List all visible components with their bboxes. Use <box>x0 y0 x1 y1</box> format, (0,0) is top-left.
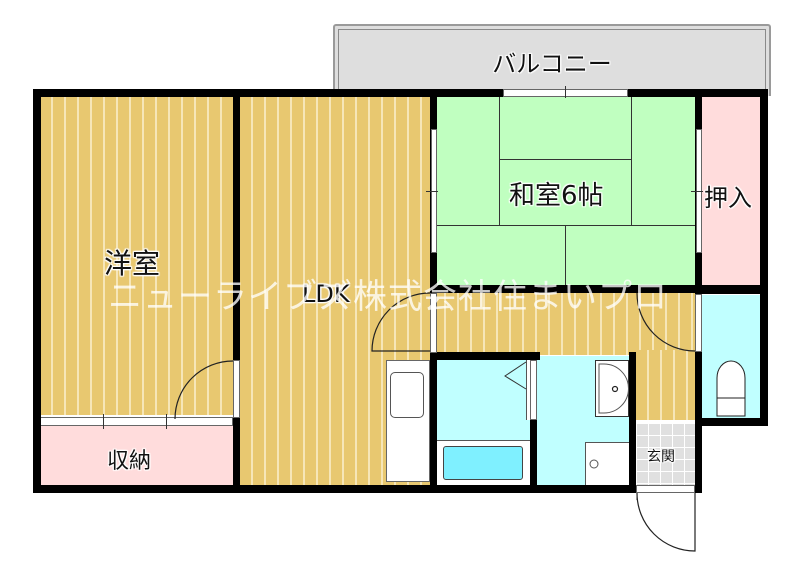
ldk-door-opening <box>430 293 437 353</box>
balcony-label: バルコニー <box>492 50 612 78</box>
western-room-label: 洋室 <box>104 247 161 280</box>
entrance-door-opening <box>636 485 695 493</box>
western-door-opening <box>233 360 240 418</box>
japanese-room <box>437 97 695 287</box>
entrance-hall <box>636 350 695 420</box>
hallway <box>433 292 695 355</box>
storage-label: 収納 <box>107 449 152 474</box>
toilet-door-opening <box>695 294 702 352</box>
balcony: バルコニー <box>333 24 771 96</box>
kitchen-sink <box>390 372 424 418</box>
closet <box>702 97 760 285</box>
storage <box>40 425 233 485</box>
closet-label: 押入 <box>704 184 752 212</box>
bathtub-basin <box>443 446 523 480</box>
entrance <box>636 423 695 485</box>
ldk-label: LDK <box>302 280 350 308</box>
watermark: ニューライブズ株式会社住まいプロ <box>108 277 668 317</box>
japanese-room-label: 和室6帖 <box>509 181 604 211</box>
entrance-label: 玄関 <box>647 449 675 465</box>
western-room <box>40 97 233 415</box>
bath-door-opening <box>530 360 537 420</box>
